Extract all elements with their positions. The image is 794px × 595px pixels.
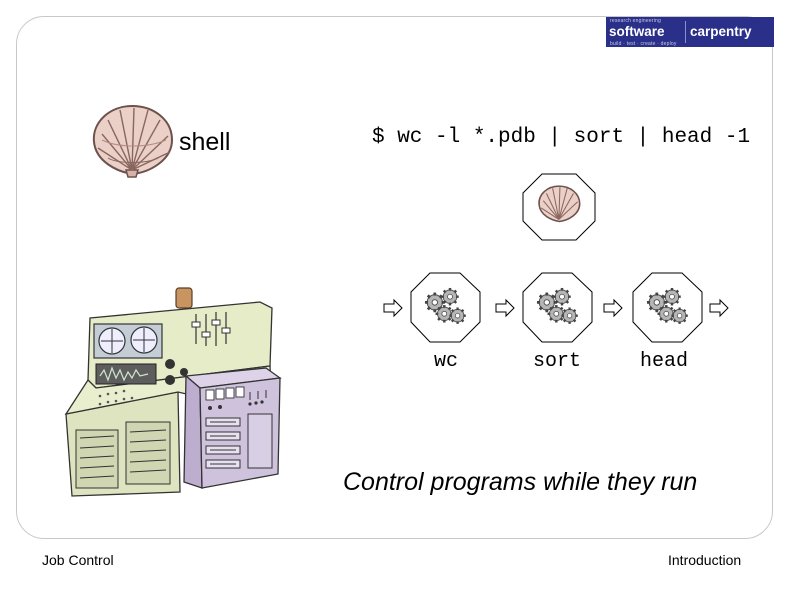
- command-line: $ wc -l *.pdb | sort | head -1: [372, 126, 751, 149]
- process-octagon-sort: [522, 272, 593, 343]
- logo-word-carpentry: carpentry: [690, 24, 752, 39]
- logo-tagline-bottom: build · test · create · deploy: [610, 41, 677, 47]
- footer-section: Introduction: [668, 552, 742, 568]
- computer-console-icon: [64, 287, 282, 497]
- slide-caption: Control programs while they run: [343, 468, 698, 496]
- logo-word-software: software: [609, 24, 665, 39]
- arrow-right-icon: [603, 299, 623, 317]
- arrow-right-icon: [495, 299, 515, 317]
- shell-icon-shape: [92, 104, 174, 178]
- arrow-right-icon: [709, 299, 729, 317]
- process-label-sort: sort: [533, 350, 582, 373]
- process-octagon-wc: [410, 272, 481, 343]
- shell-octagon: [522, 173, 596, 241]
- software-carpentry-logo: research engineering software carpentry …: [606, 17, 774, 47]
- process-label-head: head: [640, 350, 689, 373]
- small-shell-icon: [538, 185, 581, 223]
- shell-icon: [92, 104, 174, 178]
- logo-tagline-top: research engineering: [610, 18, 661, 24]
- footer-title: Job Control: [42, 552, 114, 568]
- arrow-right-icon: [383, 299, 403, 317]
- process-label-wc: wc: [434, 350, 459, 373]
- pipeline-diagram: [383, 272, 729, 343]
- shell-label: shell: [179, 128, 231, 156]
- logo-separator: [685, 21, 686, 43]
- process-octagon-head: [632, 272, 703, 343]
